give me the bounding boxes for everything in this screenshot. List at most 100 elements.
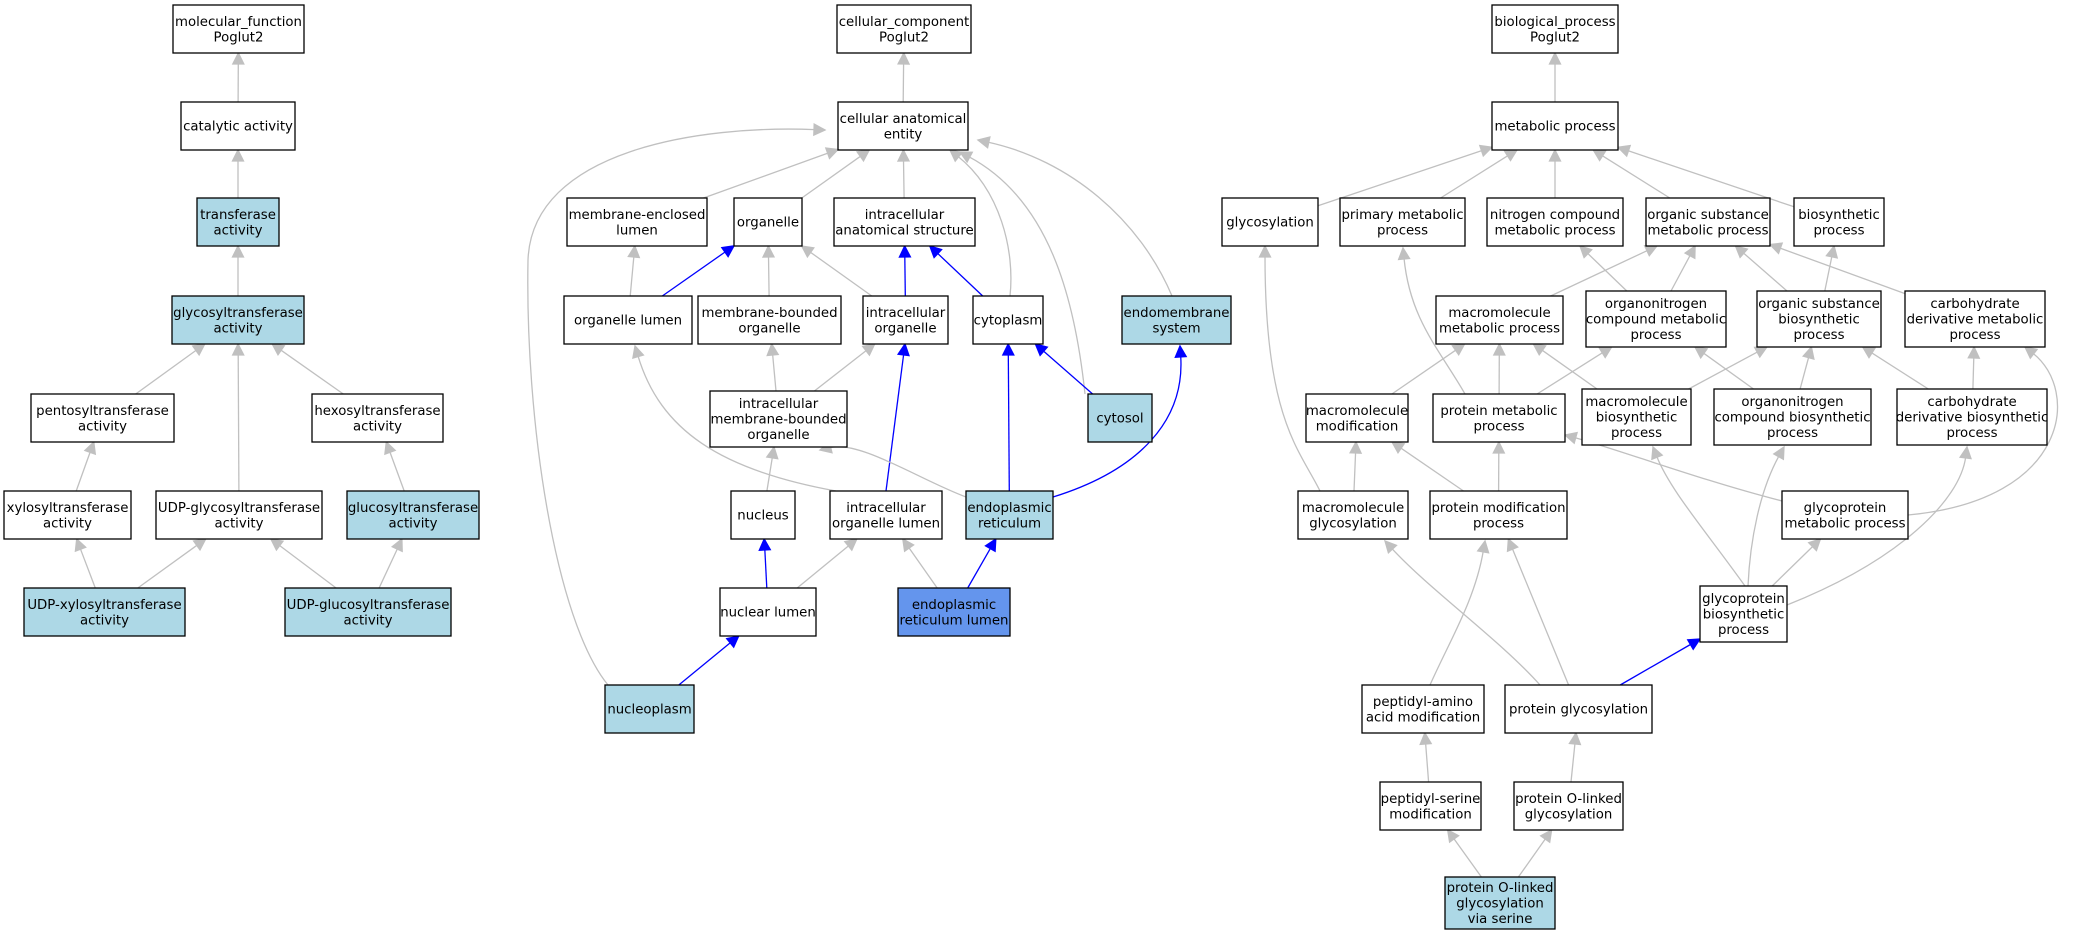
- go-term-node-nl[interactable]: nuclear lumen: [719, 587, 817, 637]
- go-term-node-org[interactable]: organelle: [733, 197, 803, 247]
- node-label-line: process: [1946, 426, 1997, 441]
- go-term-node-nup[interactable]: nucleoplasm: [604, 684, 695, 734]
- edge-line: [908, 546, 938, 589]
- node-label-line: anatomical structure: [835, 223, 973, 238]
- edge-arrowhead: [1686, 638, 1702, 651]
- node-label-line: molecular_function: [175, 15, 302, 30]
- edge-gcy-met: [1317, 144, 1494, 207]
- edge-prm-pmp: [1397, 246, 1466, 395]
- edge-line: [1317, 149, 1483, 207]
- node-label-line: process: [1473, 419, 1524, 434]
- edge-arrowhead: [269, 538, 285, 552]
- node-label-line: process: [1793, 328, 1844, 343]
- node-label-line: organelle: [738, 321, 800, 336]
- edge-arrowhead: [1492, 342, 1506, 356]
- node-label-line: cytosol: [1096, 412, 1143, 427]
- go-term-node-met[interactable]: metabolic process: [1491, 101, 1619, 151]
- go-term-node-cys[interactable]: cytosol: [1087, 393, 1153, 443]
- edge-pos-pol: [1517, 828, 1553, 878]
- node-box: [837, 101, 969, 151]
- edge-line: [1574, 436, 1783, 502]
- edge-arrowhead: [761, 244, 776, 258]
- node-box: [284, 587, 452, 637]
- edge-iol-io: [885, 342, 910, 492]
- node-box: [311, 393, 444, 443]
- edge-udpg-gly: [231, 342, 245, 492]
- edge-arrowhead: [1384, 539, 1398, 554]
- edge-arrowhead: [1734, 245, 1749, 259]
- go-term-node-pgl[interactable]: protein glycosylation: [1504, 684, 1653, 734]
- node-box: [1221, 197, 1319, 247]
- node-box: [566, 197, 708, 247]
- go-term-node-cat[interactable]: catalytic activity: [180, 101, 296, 151]
- node-box: [346, 490, 480, 540]
- edge-arrowhead: [896, 148, 911, 162]
- node-label-line: glucosyltransferase: [348, 501, 478, 516]
- go-term-node-cyt[interactable]: cytoplasm: [972, 295, 1044, 345]
- edge-arrowhead: [896, 342, 910, 357]
- node-label-line: nitrogen compound: [1490, 208, 1620, 223]
- go-term-node-gcy[interactable]: glycosylation: [1221, 197, 1319, 247]
- edge-nl-iol: [796, 538, 858, 589]
- edge-arrowhead: [627, 244, 641, 259]
- node-label-line: macromolecule: [1448, 306, 1550, 321]
- edge-arrowhead: [1446, 828, 1460, 844]
- edge-pam-pmod: [1429, 539, 1490, 686]
- edge-line: [703, 152, 829, 199]
- edge-arrowhead: [1643, 245, 1659, 257]
- node-label-line: UDP-glycosyltransferase: [158, 501, 320, 516]
- edge-arrowhead: [1539, 828, 1553, 844]
- edge-line: [967, 547, 992, 589]
- node-box: [171, 295, 305, 345]
- node-label-line: xylosyltransferase: [7, 501, 129, 516]
- edge-arrowhead: [1258, 244, 1272, 258]
- go-term-node-nuc[interactable]: nucleus: [730, 490, 796, 540]
- node-label-line: intracellular: [866, 306, 946, 321]
- go-term-node-orl[interactable]: organelle lumen: [563, 295, 693, 345]
